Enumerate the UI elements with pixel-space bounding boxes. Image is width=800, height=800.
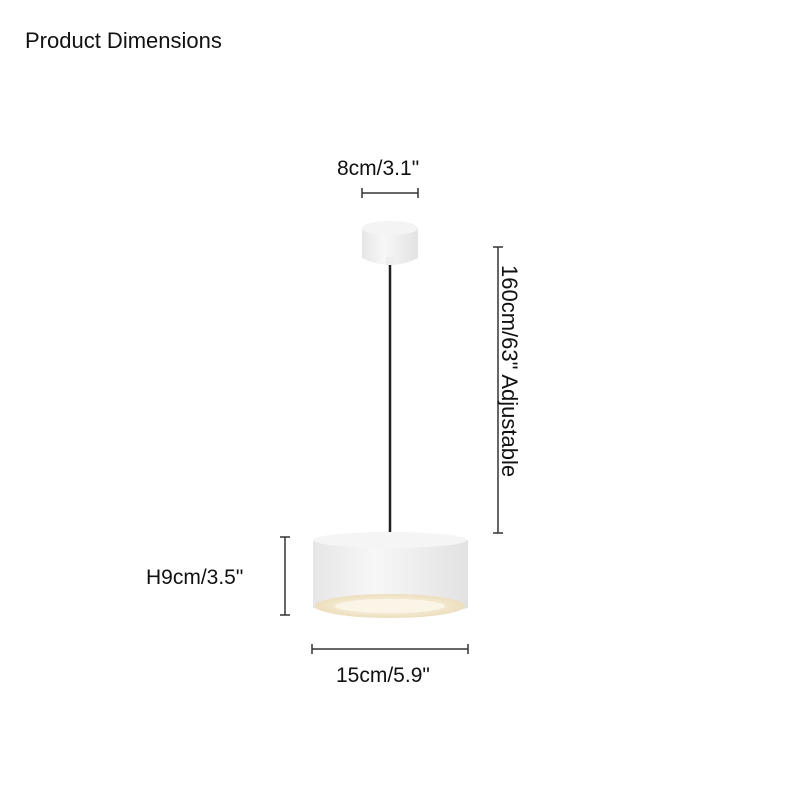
canopy [362,221,418,265]
shade [313,532,468,618]
shade-diameter-label: 15cm/5.9" [336,664,430,687]
shade-height-label: H9cm/3.5" [146,566,244,589]
canopy-width-label: 8cm/3.1" [337,157,420,180]
cord-length-label: 160cm/63" Adjustable [497,265,522,478]
page-title: Product Dimensions [25,28,222,53]
dimension-lines [280,188,503,654]
